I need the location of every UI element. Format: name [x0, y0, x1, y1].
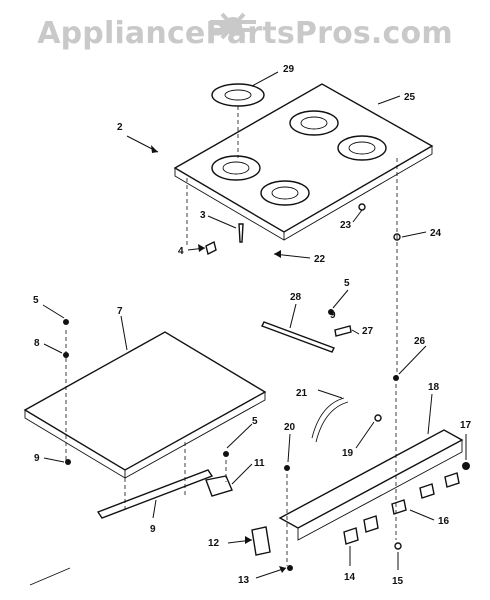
logo-fan-icon — [210, 12, 256, 40]
callout-3: 3 — [200, 210, 206, 221]
callout-19: 19 — [342, 448, 354, 459]
part-12-bracket[interactable] — [251, 526, 271, 556]
callout-21: 21 — [296, 388, 308, 399]
callout-27: 27 — [362, 326, 374, 337]
callout-4: 4 — [178, 246, 184, 257]
callout-labels: 2 29 25 3 4 22 23 24 5 8 7 9 9 5 11 12 1… — [33, 64, 472, 587]
part-27-bracket[interactable] — [334, 325, 352, 337]
callout-28: 28 — [290, 292, 302, 303]
callout-16: 16 — [438, 516, 450, 527]
fastener-dots — [63, 309, 399, 471]
callout-29: 29 — [283, 64, 295, 75]
part-13-screw[interactable] — [287, 565, 293, 571]
callout-25: 25 — [404, 92, 416, 103]
callout-5-left: 5 — [33, 295, 39, 306]
part-29-burner-cap[interactable] — [211, 83, 265, 107]
part-7-main-top[interactable] — [23, 331, 267, 479]
callout-5-middle: 5 — [252, 416, 258, 427]
part-28-rod[interactable] — [261, 321, 335, 353]
callout-26: 26 — [414, 336, 426, 347]
part-16-knob[interactable] — [391, 472, 460, 515]
callout-2: 2 — [117, 122, 123, 133]
callout-12: 12 — [208, 538, 220, 549]
part-18-control-rail[interactable] — [278, 429, 464, 541]
part-25-cooktop[interactable] — [173, 83, 434, 241]
part-15-screw[interactable] — [394, 542, 402, 550]
callout-11: 11 — [254, 458, 265, 469]
part-9-bar[interactable] — [96, 469, 214, 519]
part-14-knob[interactable] — [343, 515, 379, 545]
callout-7: 7 — [117, 306, 123, 317]
callout-9-left: 9 — [34, 453, 40, 464]
callout-9-right: 9 — [330, 310, 336, 321]
callout-15: 15 — [392, 576, 404, 587]
part-23-screw[interactable] — [358, 203, 366, 211]
callout-20: 20 — [284, 422, 296, 433]
part-19-screw[interactable] — [374, 414, 382, 422]
callout-5-right: 5 — [344, 278, 350, 289]
assembly-dashed-lines — [65, 106, 398, 566]
part-21-wire[interactable] — [311, 397, 349, 443]
callout-23: 23 — [340, 220, 352, 231]
callout-8: 8 — [34, 338, 40, 349]
corner-mark — [29, 567, 71, 586]
part-4-clip[interactable] — [205, 240, 217, 256]
callout-14: 14 — [344, 572, 356, 583]
callout-9-bottom: 9 — [150, 524, 156, 535]
callout-24: 24 — [430, 228, 442, 239]
callout-17: 17 — [460, 420, 472, 431]
callout-leaders — [42, 71, 467, 579]
part-17-screw[interactable] — [462, 462, 470, 470]
part-3-screw[interactable] — [238, 223, 244, 243]
callout-22: 22 — [314, 254, 326, 265]
part-11-valve[interactable] — [205, 475, 233, 497]
callout-13: 13 — [238, 575, 250, 586]
callout-18: 18 — [428, 382, 440, 393]
